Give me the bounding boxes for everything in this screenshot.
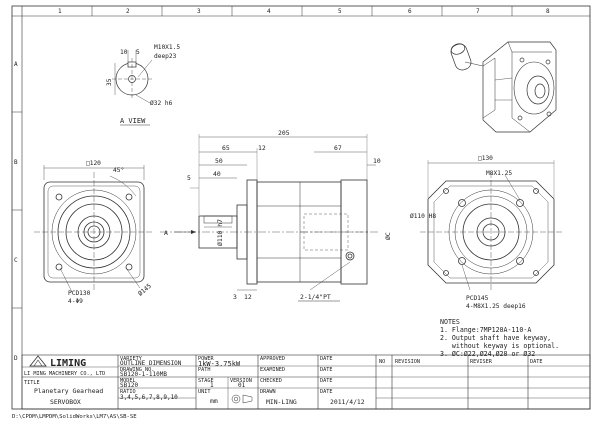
drawn-label: DRAWN xyxy=(260,389,276,395)
power-label: POWER xyxy=(198,356,214,362)
variety-value: OUTLINE DIMENSION xyxy=(120,360,182,367)
notes-line: 3. ØC:Ø22,Ø24,Ø28 or Ø32 xyxy=(440,350,535,358)
title-value-1: Planetary Gearhead xyxy=(34,387,103,395)
isometric-view xyxy=(450,41,557,133)
rear-d130: □130 xyxy=(478,155,493,162)
side-d67: 67 xyxy=(334,144,342,152)
date-label: DATE xyxy=(320,356,333,362)
rear-m8: M8X1.25 xyxy=(486,170,512,177)
col-label: 5 xyxy=(338,8,342,15)
a-view xyxy=(112,50,153,104)
date-label: DATE xyxy=(320,367,333,373)
front-d145: Ø145 xyxy=(136,282,153,298)
variety-label: VARIETY xyxy=(120,356,143,362)
front-view xyxy=(34,165,154,293)
col-label: 1 xyxy=(58,8,62,15)
model-value: SB120 xyxy=(120,382,138,389)
date-label: DATE xyxy=(530,359,543,365)
footer-path: D:\CPDM\LMPDM\SolidWorks\LM7\AS\SB-SE xyxy=(12,414,137,420)
reviser-label: REVISER xyxy=(470,359,493,365)
power-value: 1kW-3.75kW xyxy=(198,360,241,368)
stage-value: 1 xyxy=(210,382,214,389)
col-label: 8 xyxy=(546,8,550,15)
a-view-label: A VIEW xyxy=(120,117,146,125)
drawn-date: 2011/4/12 xyxy=(330,398,365,406)
notes-title: NOTES xyxy=(440,318,460,326)
notes: NOTES 1. Flange:7MP120A-110-A 2. Output … xyxy=(440,318,559,358)
version-label: VERSION xyxy=(230,378,252,384)
title-block xyxy=(21,354,591,410)
ratio-label: RATIO xyxy=(120,389,136,395)
front-holes: 4-Φ9 xyxy=(68,298,83,305)
a-view-depth: deep23 xyxy=(154,53,177,60)
side-a-mark: A xyxy=(164,229,168,237)
side-d65: 65 xyxy=(222,144,230,152)
title-label: TITLE xyxy=(24,380,40,386)
side-d12: 12 xyxy=(258,144,266,152)
rear-pcd145: PCD145 xyxy=(466,295,489,302)
side-d5: 5 xyxy=(187,174,191,182)
projection-symbol-icon xyxy=(231,394,253,404)
side-total: 205 xyxy=(278,129,290,137)
side-d10: 10 xyxy=(373,157,381,165)
side-d40: 40 xyxy=(213,170,221,178)
side-d12b: 12 xyxy=(244,293,252,301)
path-label: PATH xyxy=(198,367,211,373)
a-view-dim-35: 35 xyxy=(106,78,113,86)
notes-line: 2. Output shaft have keyway, xyxy=(440,334,551,342)
drawing-no-label: DRAWING NO. xyxy=(120,367,154,373)
side-view xyxy=(160,134,380,291)
col-label: 2 xyxy=(126,8,130,15)
a-view-dim-5: 5 xyxy=(136,49,140,56)
date-label: DATE xyxy=(320,378,333,384)
row-labels: A B C D xyxy=(14,61,18,362)
title-value-2: SERVOBOX xyxy=(50,398,81,406)
liming-logo: LIMING xyxy=(29,355,86,369)
examined-label: EXAMINED xyxy=(260,367,285,373)
row-label: A xyxy=(14,61,18,68)
front-pcd: PCD130 xyxy=(68,290,91,297)
no-label: NO xyxy=(379,359,385,365)
side-pt: 2-1/4"PT xyxy=(300,293,331,301)
col-label: 3 xyxy=(197,8,201,15)
unit-value: mm xyxy=(210,397,218,405)
revision-label: REVISION xyxy=(395,359,420,365)
row-label: C xyxy=(14,257,18,264)
front-angle: 45° xyxy=(113,166,124,174)
ratio-value: 3,4,5,6,7,8,9,10 xyxy=(120,394,178,401)
col-label: 6 xyxy=(408,8,412,15)
checked-label: CHECKED xyxy=(260,378,282,384)
rear-d110: Ø110 H8 xyxy=(410,212,436,220)
a-view-thread: M10X1.5 xyxy=(154,44,180,51)
a-view-shaft: Ø32 h6 xyxy=(150,99,173,107)
col-label: 7 xyxy=(476,8,480,15)
notes-line: 1. Flange:7MP120A-110-A xyxy=(440,326,531,334)
model-label: MODEL xyxy=(120,378,136,384)
company-full: LI MING MACHINERY CO., LTD xyxy=(24,371,105,377)
row-label: D xyxy=(14,355,18,362)
date-label: DATE xyxy=(320,389,333,395)
notes-line: without keyway is optional. xyxy=(440,342,559,350)
company-name: LIMING xyxy=(50,358,86,369)
drawn-value: MIN-LING xyxy=(266,398,297,406)
side-d50: 50 xyxy=(215,157,223,165)
column-labels: 1 2 3 4 5 6 7 8 xyxy=(58,8,550,15)
side-port: ØC xyxy=(384,232,392,240)
version-value: 01 xyxy=(238,382,246,389)
col-label: 4 xyxy=(267,8,271,15)
rear-view xyxy=(420,160,562,292)
approved-label: APPROVED xyxy=(260,356,285,362)
stage-label: STAGE xyxy=(198,378,214,384)
drawing-no-value: SB120-1-110MB xyxy=(120,371,167,378)
rear-m8-deep: 4-M8X1.25 deep16 xyxy=(466,303,526,310)
row-label: B xyxy=(14,159,18,166)
side-d3: 3 xyxy=(233,293,237,301)
front-d120: □120 xyxy=(86,160,101,167)
unit-label: UNIT xyxy=(198,389,211,395)
a-view-dim-10: 10 xyxy=(120,49,128,56)
side-shaft-dia: Ø110 h7 xyxy=(216,219,224,246)
